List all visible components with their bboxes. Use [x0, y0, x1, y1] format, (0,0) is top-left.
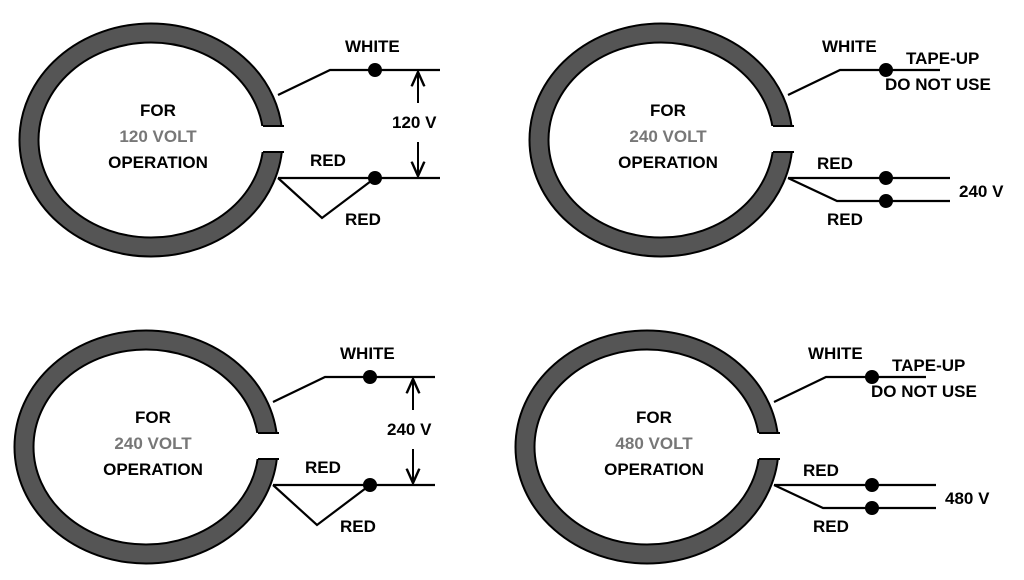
supply-voltage-label: 240 V [959, 182, 1004, 201]
red-wire-label-2: RED [345, 210, 381, 229]
label-operation: OPERATION [604, 460, 704, 479]
label-for: FOR [140, 101, 176, 120]
red-terminal-dot-1 [865, 478, 879, 492]
label-for: FOR [135, 408, 171, 427]
red-wire-label-2: RED [813, 517, 849, 536]
coil-gap [245, 433, 285, 459]
do-not-use-label: DO NOT USE [871, 382, 977, 401]
wiring-config-4: FOR 480 VOLT OPERATION WHITE TAPE-UP DO NOT U… [514, 329, 990, 565]
red-wire-2 [787, 177, 950, 203]
coil-gap [746, 433, 786, 459]
label-for: FOR [636, 408, 672, 427]
red-terminal-dot-2 [865, 501, 879, 515]
white-terminal-dot [368, 63, 382, 77]
red-wire-label-1: RED [310, 151, 346, 170]
white-terminal-dot [879, 63, 893, 77]
white-wire [272, 375, 435, 403]
white-wire-label: WHITE [340, 344, 395, 363]
label-operation: OPERATION [618, 153, 718, 172]
white-wire [773, 375, 926, 403]
red-terminal-dot [368, 171, 382, 185]
red-wire-2-jumper [272, 484, 371, 527]
supply-voltage-label: 480 V [945, 489, 990, 508]
white-wire-label: WHITE [345, 37, 400, 56]
wiring-config-2: FOR 240 VOLT OPERATION WHITE TAPE-UP DO NOT U… [528, 22, 1004, 258]
tape-up-label: TAPE-UP [906, 49, 979, 68]
white-terminal-dot [865, 370, 879, 384]
white-wire [787, 68, 940, 96]
white-wire-label: WHITE [822, 37, 877, 56]
label-operation: OPERATION [108, 153, 208, 172]
white-wire-label: WHITE [808, 344, 863, 363]
white-terminal-dot [363, 370, 377, 384]
red-wire-label-1: RED [817, 154, 853, 173]
do-not-use-label: DO NOT USE [885, 75, 991, 94]
label-for: FOR [650, 101, 686, 120]
red-wire-label-2: RED [827, 210, 863, 229]
supply-voltage-label: 240 V [387, 420, 432, 439]
supply-voltage-label: 120 V [392, 113, 437, 132]
voltage-label: 120 VOLT [119, 127, 197, 146]
red-terminal-dot-2 [879, 194, 893, 208]
red-terminal-dot-1 [879, 171, 893, 185]
label-operation: OPERATION [103, 460, 203, 479]
wiring-config-1: FOR 120 VOLT OPERATION WHITE 120 V RED RED [18, 22, 440, 258]
red-wire-label-1: RED [305, 458, 341, 477]
red-wire-2-jumper [277, 177, 376, 220]
coil-gap [760, 126, 800, 152]
wiring-config-3: FOR 240 VOLT OPERATION WHITE 240 V RED RED [13, 329, 435, 565]
coil-gap [250, 126, 290, 152]
red-wire-label-1: RED [803, 461, 839, 480]
voltage-label: 240 VOLT [629, 127, 707, 146]
voltage-label: 480 VOLT [615, 434, 693, 453]
red-wire-2 [773, 484, 936, 510]
white-wire [277, 68, 440, 96]
voltage-label: 240 VOLT [114, 434, 192, 453]
red-terminal-dot [363, 478, 377, 492]
tape-up-label: TAPE-UP [892, 356, 965, 375]
red-wire-label-2: RED [340, 517, 376, 536]
